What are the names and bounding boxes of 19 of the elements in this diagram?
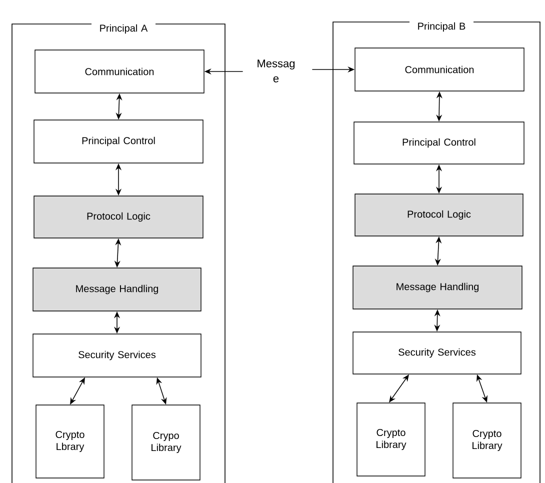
library-box: Crypo Library (132, 404, 200, 480)
library-box: Crypto Library (356, 402, 426, 476)
layer-box: Communication (34, 50, 204, 94)
frame-title: Principal B (410, 20, 474, 34)
layer-box: Protocol Logic (354, 194, 524, 236)
layer-box: Message Handling (32, 268, 202, 312)
frame-title: Principal A (92, 22, 156, 36)
library-box: Crypto Lbrary (36, 404, 104, 478)
principal-frame (332, 22, 540, 483)
principal-frame (12, 24, 226, 483)
layer-box: Security Services (352, 332, 522, 374)
layer-box: Security Services (32, 334, 202, 378)
library-box: Crypto Library (452, 402, 522, 478)
layer-box: Principal Control (34, 120, 204, 164)
message-label: Messag e (258, 60, 295, 82)
layer-box: Principal Control (354, 122, 524, 164)
layer-box: Protocol Logic (34, 196, 204, 238)
layer-box: Communication (354, 48, 524, 92)
layer-box: Message Handling (352, 266, 522, 310)
